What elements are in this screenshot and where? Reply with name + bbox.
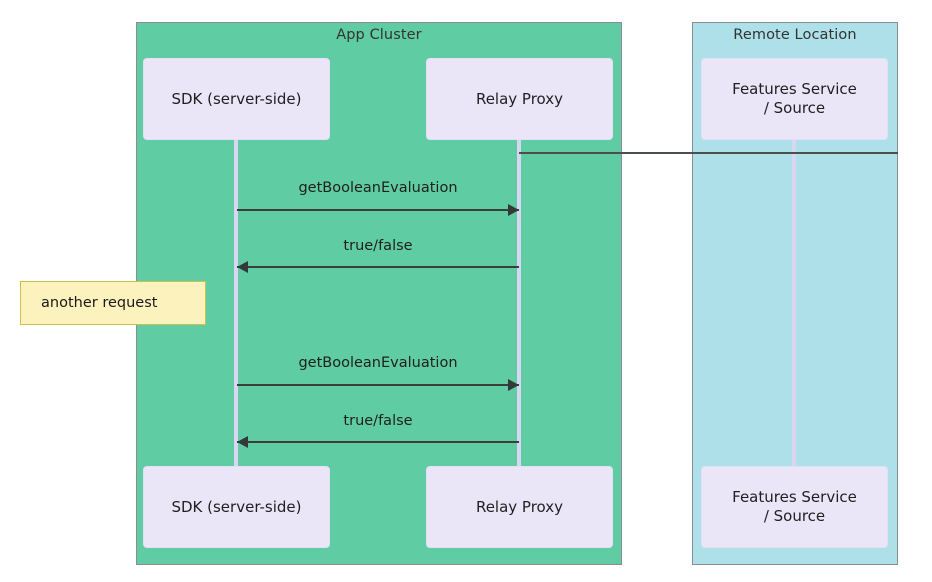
note-another-request: another request	[20, 281, 206, 325]
participant-sdk-bottom[interactable]: SDK (server-side)	[143, 466, 330, 548]
lifeline-relay-proxy	[517, 140, 521, 466]
lifeline-sdk	[234, 140, 238, 466]
participant-features-service-top[interactable]: Features Service / Source	[701, 58, 888, 140]
arrowhead-icon	[237, 436, 248, 448]
participant-relay-proxy-bottom[interactable]: Relay Proxy	[426, 466, 613, 548]
participant-features-service-bottom[interactable]: Features Service / Source	[701, 466, 888, 548]
message-line	[237, 441, 519, 443]
participant-sdk-top[interactable]: SDK (server-side)	[143, 58, 330, 140]
group-app-cluster-title: App Cluster	[336, 27, 422, 43]
lifeline-features-service	[792, 140, 796, 466]
arrowhead-icon	[508, 379, 519, 391]
group-remote-location-title: Remote Location	[733, 27, 857, 43]
message-line	[237, 384, 519, 386]
arrowhead-icon	[508, 204, 519, 216]
connector-relay-to-features	[519, 152, 898, 154]
message-label: getBooleanEvaluation	[298, 180, 458, 196]
message-label: getBooleanEvaluation	[298, 355, 458, 371]
participant-relay-proxy-top[interactable]: Relay Proxy	[426, 58, 613, 140]
message-line	[237, 209, 519, 211]
message-line	[237, 266, 519, 268]
arrowhead-icon	[237, 261, 248, 273]
message-label: true/false	[343, 238, 413, 254]
message-label: true/false	[343, 413, 413, 429]
